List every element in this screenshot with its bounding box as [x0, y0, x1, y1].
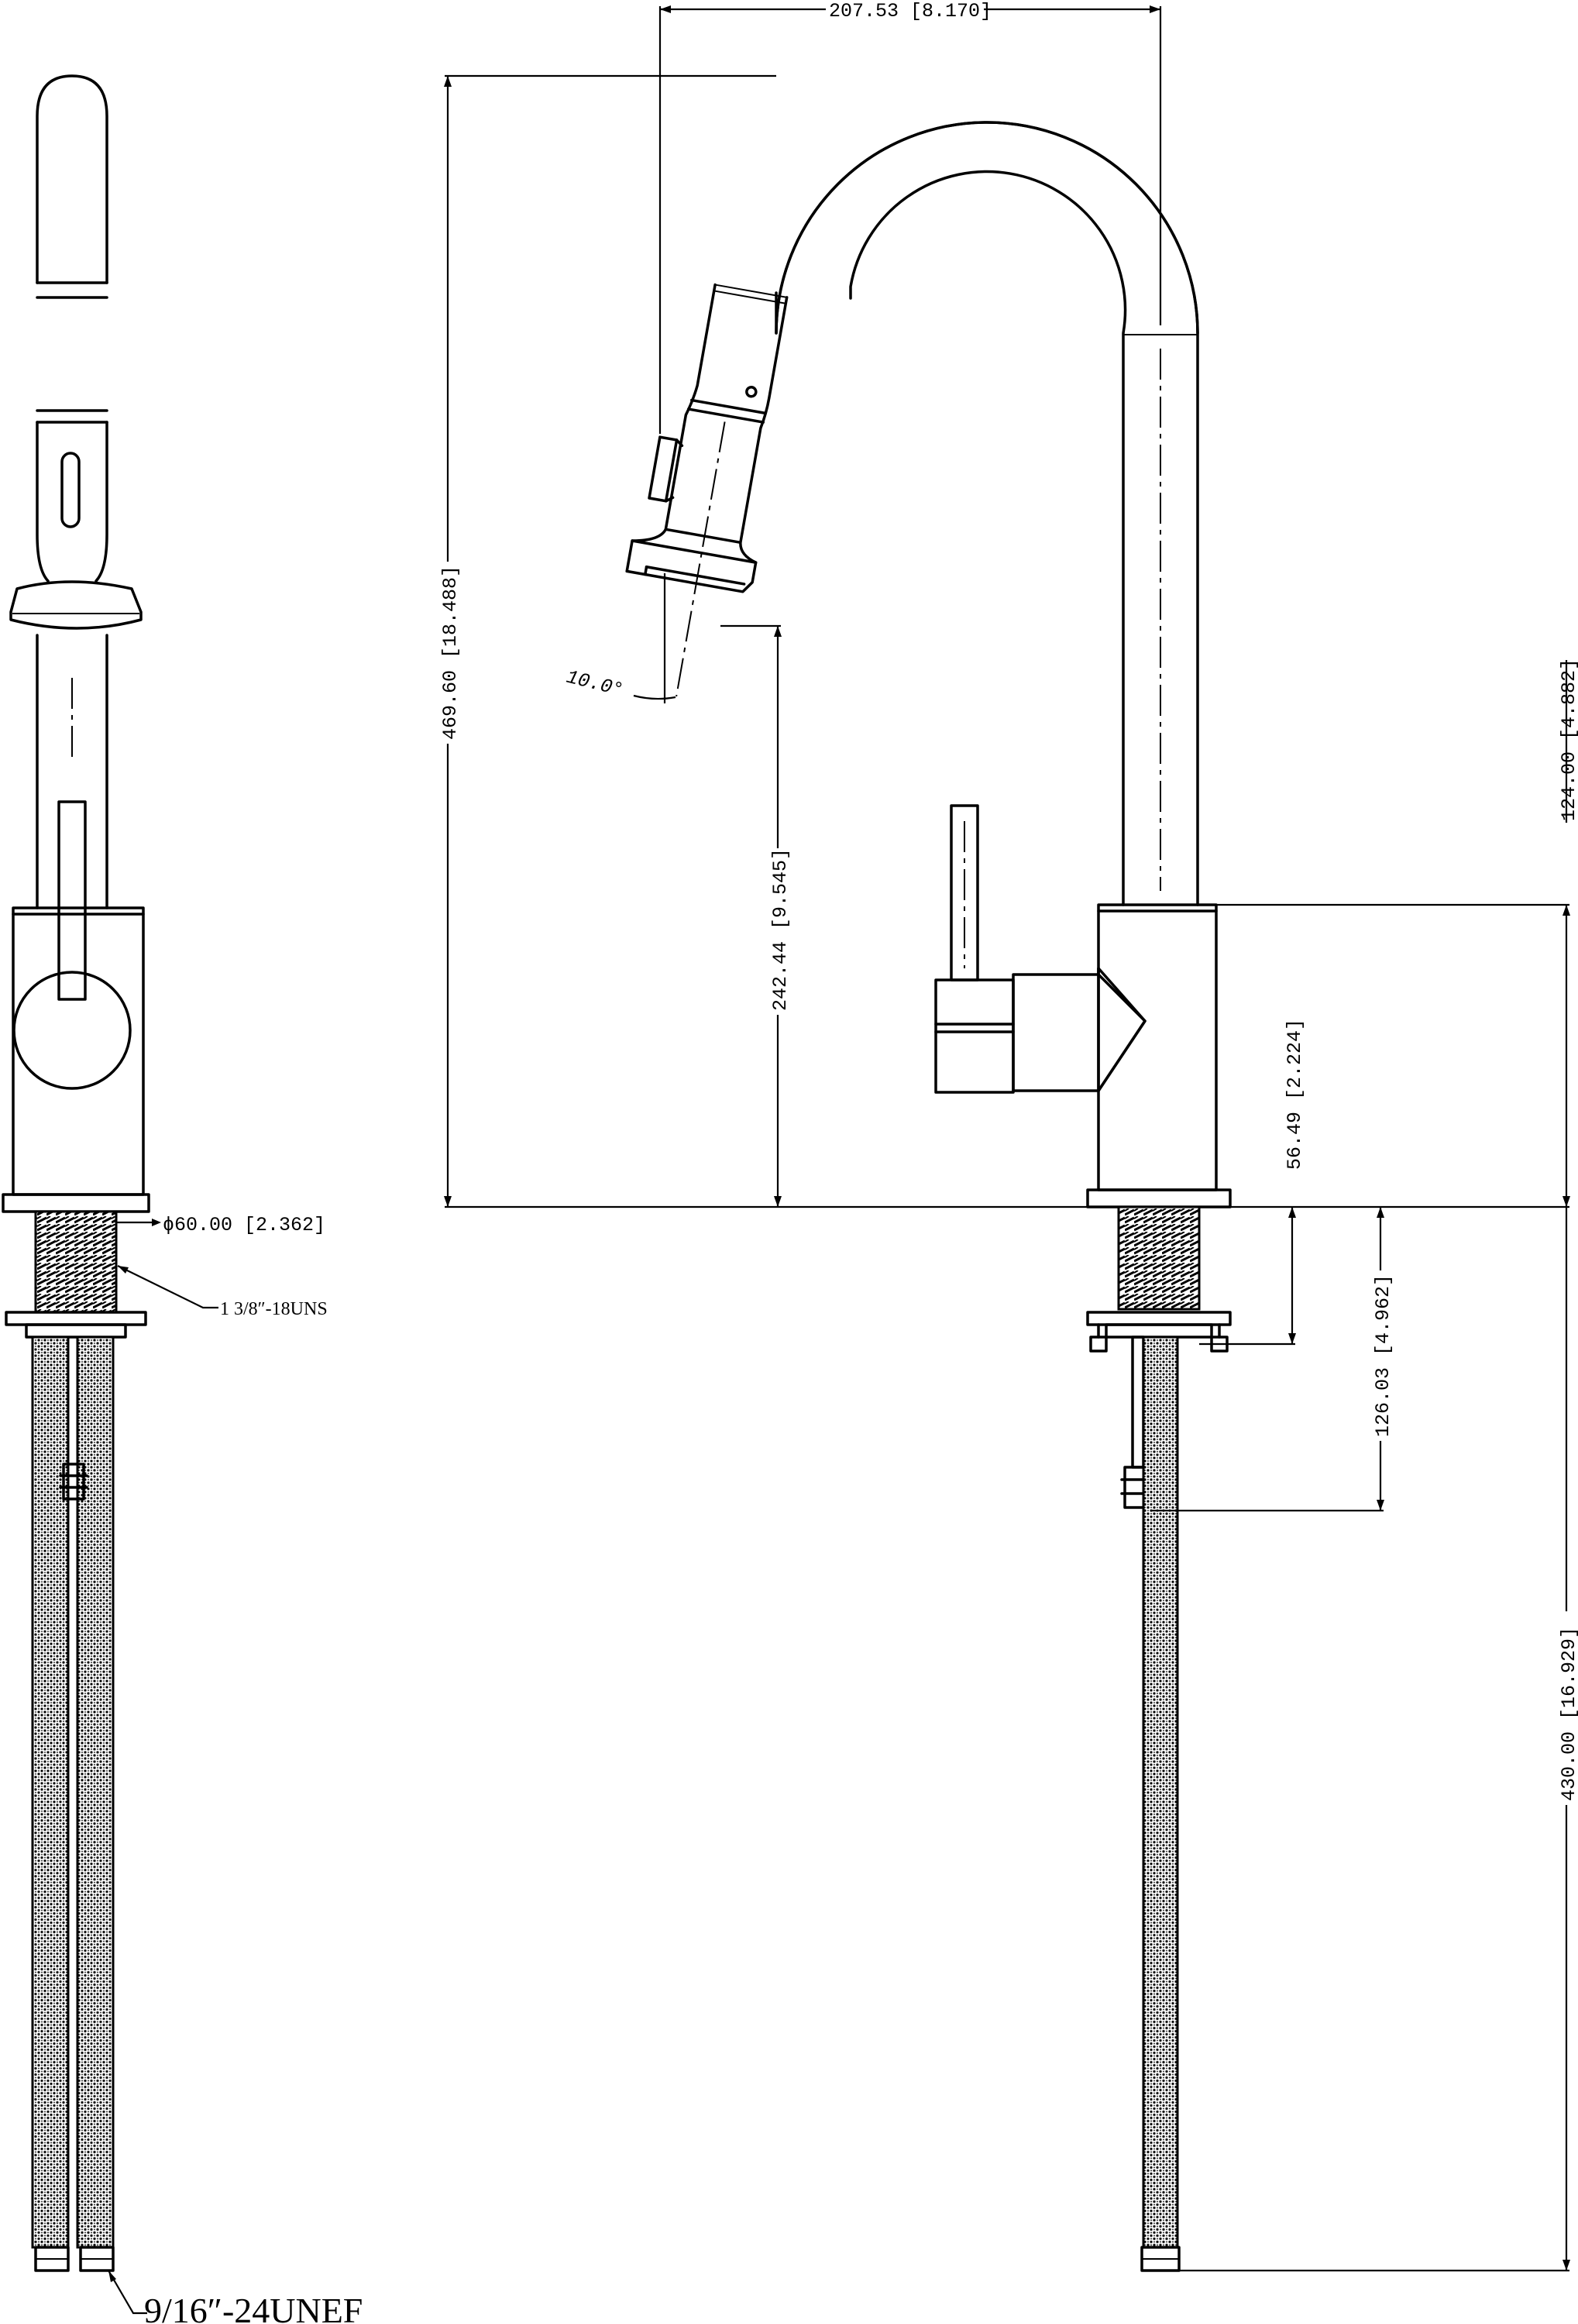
- front-view: 10.0°: [439, 0, 1578, 2272]
- overall-height-label: 469.60 [18.488]: [439, 566, 462, 740]
- overall-reach-label: 207.53 [8.170]: [829, 0, 992, 22]
- front-cartridge: [1012, 967, 1147, 1092]
- front-threaded-shank: [1117, 1205, 1201, 1311]
- side-base: [2, 1193, 150, 1213]
- front-handle-knob: [934, 978, 1015, 1094]
- front-body: [1097, 903, 1218, 1191]
- side-handle-knob: [12, 971, 132, 1090]
- spout-clearance-label: 242.44 [9.545]: [769, 848, 792, 1011]
- side-spray-button: [60, 452, 81, 528]
- handle-height-label: 124.00 [4.882]: [1558, 658, 1578, 821]
- deck-to-shank-nut-label: 126.03 [4.962]: [1372, 1274, 1394, 1437]
- side-collar: [9, 580, 143, 630]
- side-handle-lever: [57, 800, 87, 1001]
- front-base: [1086, 1188, 1232, 1208]
- front-spray-head: [625, 283, 789, 697]
- spray-angle-label: 10.0°: [564, 666, 626, 702]
- thread-length-label: 56.49 [2.224]: [1284, 1019, 1306, 1170]
- side-mount-plate: [5, 1311, 147, 1326]
- base-diameter-label: ϕ60.00 [2.362]: [163, 1214, 325, 1236]
- side-threaded-shank: [34, 1210, 118, 1314]
- side-view: ϕ60.00 [2.362] 1 3/8″-18UNS 9/16″-24UNEF: [2, 74, 363, 2324]
- side-body: [12, 906, 145, 1196]
- side-spray-head: [36, 74, 108, 284]
- hose-length-label: 430.00 [16.929]: [1558, 1627, 1578, 1801]
- front-spout-outer: [775, 121, 1199, 906]
- front-spout-inner: [849, 170, 1127, 906]
- hose-thread-label: 9/16″-24UNEF: [144, 2291, 363, 2324]
- shank-thread-label: 1 3/8″-18UNS: [220, 1299, 328, 1319]
- front-hose: [1142, 1336, 1179, 2249]
- front-mount-plate: [1086, 1311, 1232, 1326]
